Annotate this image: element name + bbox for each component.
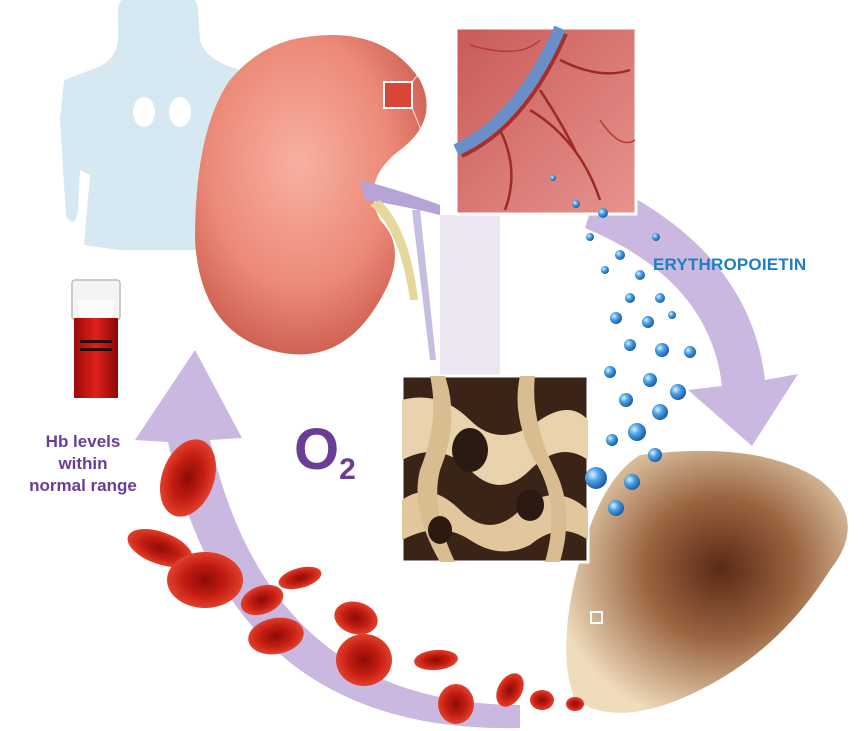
erythropoietin-label: ERYTHROPOIETIN [653, 255, 863, 275]
blood-tube-icon [72, 280, 120, 398]
hb-label-line-1: Hb levels [8, 431, 158, 453]
hb-label-line-3: normal range [8, 475, 158, 497]
oxygen-label: O2 [294, 420, 356, 500]
bone-marrow-inset-icon [402, 376, 588, 562]
bone-icon [566, 451, 848, 713]
oxygen-subscript: 2 [339, 453, 356, 486]
hb-levels-label: Hb levels within normal range [8, 431, 158, 497]
kidney-icon [195, 28, 456, 360]
hb-label-line-2: within [8, 453, 158, 475]
oxygen-symbol: O [294, 417, 339, 482]
vessel-inset-icon [456, 28, 636, 214]
